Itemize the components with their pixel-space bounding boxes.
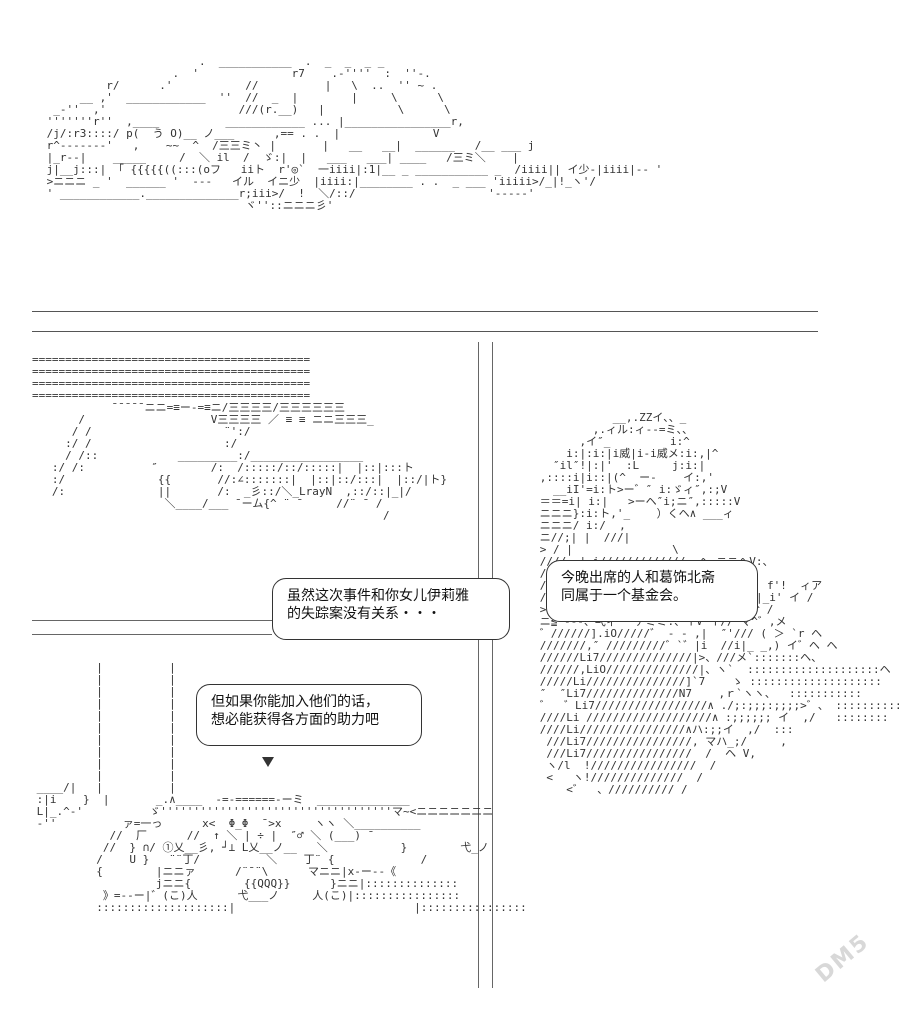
- speech-bubble-bottom-tail: [262, 757, 274, 767]
- speech-bubble-bottom-line2: 想必能获得各方面的助力吧: [211, 712, 379, 728]
- car-ascii-art: . ___________ . _ _ _ _ . ' r7 .-'''' : …: [46, 55, 663, 212]
- site-watermark: DM5: [811, 929, 875, 988]
- speech-bubble-right: 今晚出席的人和葛饰北斋 同属于一个基金会。: [546, 560, 758, 622]
- lower-left-rule-1: [32, 620, 272, 621]
- panel-separator-top-2: [32, 331, 818, 332]
- speech-bubble-bottom: 但如果你能加入他们的话， 想必能获得各方面的助力吧: [196, 684, 422, 746]
- steering-ascii-art: | | | | | | | | | | | | | | | | | |: [36, 661, 527, 914]
- speech-bubble-left: 虽然这次事件和你女儿伊莉雅 的失踪案没有关系・・・: [272, 578, 510, 640]
- speech-bubble-right-line1: 今晚出席的人和葛饰北斋: [561, 570, 715, 586]
- speech-bubble-bottom-line1: 但如果你能加入他们的话，: [211, 694, 379, 710]
- room-ascii-art: ========================================…: [32, 353, 447, 522]
- gutter-line-1: [478, 342, 479, 988]
- panel-separator-top: [32, 311, 818, 312]
- speech-bubble-left-line1: 虽然这次事件和你女儿伊莉雅: [287, 588, 469, 604]
- speech-bubble-right-line2: 同属于一个基金会。: [561, 588, 687, 604]
- lower-left-rule-2: [32, 634, 272, 635]
- gutter-line-2: [492, 342, 493, 988]
- speech-bubble-left-line2: 的失踪案没有关系・・・: [287, 606, 441, 622]
